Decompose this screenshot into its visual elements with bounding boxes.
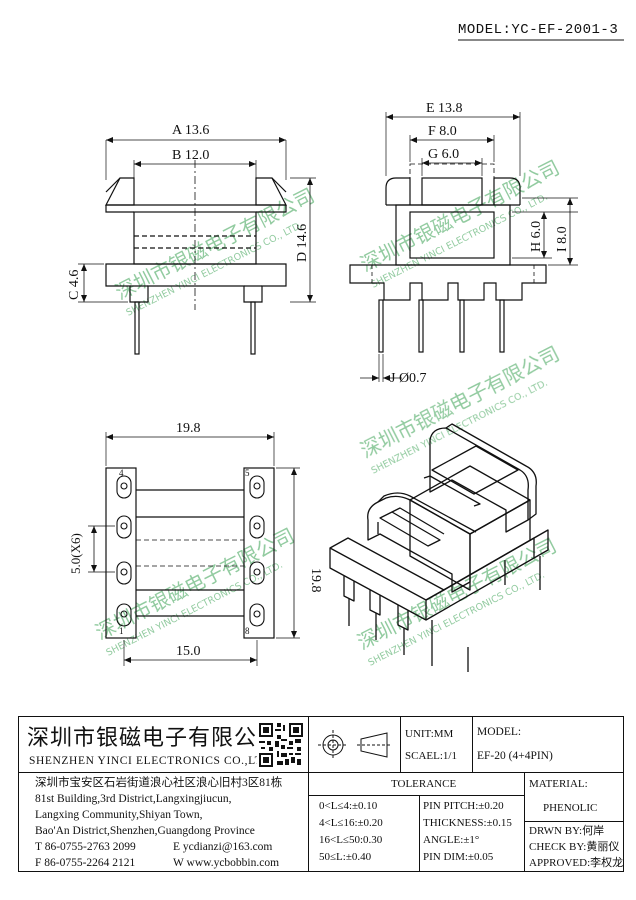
- projection-symbol-icon: [318, 730, 391, 760]
- tolerance-angle: ANGLE:±1°: [423, 834, 480, 846]
- unit-label: UNIT:MM: [405, 728, 454, 740]
- side-view-labels: E 13.8 F 8.0 G 6.0 H 6.0 I 8.0 J Ø0.7: [390, 101, 570, 386]
- company-name-en: SHENZHEN YINCI ELECTRONICS CO.,LTD.: [29, 755, 275, 767]
- model-value: EF-20 (4+4PIN): [477, 750, 553, 762]
- pin-number-4: 4: [119, 468, 124, 478]
- checked-by: CHECK BY:黄丽仪: [529, 841, 620, 853]
- dim-d-label: D 14.6: [295, 224, 310, 262]
- model-cell: MODEL: EF-20 (4+4PIN): [473, 717, 623, 773]
- address-en-2: Langxing Community,Shiyan Town,: [35, 809, 203, 821]
- technical-drawing: 深圳市银磁电子有限公司 SHENZHEN YINCI ELECTRONICS C…: [67, 39, 624, 672]
- pin-number-5: 5: [245, 468, 250, 478]
- watermark-3: 深圳市银磁电子有限公司 SHENZHEN YINCI ELECTRONICS C…: [356, 341, 563, 477]
- dim-row-spacing-label: 15.0: [176, 644, 201, 659]
- scale-label: SCAEL:1/1: [405, 750, 457, 762]
- unit-scale-cell: UNIT:MM SCAEL:1/1: [401, 717, 473, 773]
- material-value: PHENOLIC: [543, 802, 598, 814]
- dim-h-label: H 6.0: [529, 221, 544, 252]
- dim-a-label: A 13.6: [172, 123, 209, 138]
- isometric-view: [329, 423, 549, 672]
- pin-number-8: 8: [245, 626, 250, 636]
- pin-number-1: 1: [119, 626, 124, 636]
- dim-bottom-height-label: 19.8: [308, 568, 323, 593]
- material-label: MATERIAL:: [529, 778, 588, 790]
- address-cn: 深圳市宝安区石岩街道浪心社区浪心旧村3区81栋: [35, 777, 283, 789]
- model-header: MODEL:YC-EF-2001-3: [458, 22, 619, 38]
- tolerance-thickness: THICKNESS:±0.15: [423, 817, 512, 829]
- qr-code-icon: [257, 721, 305, 769]
- watermarks: 深圳市银磁电子有限公司 SHENZHEN YINCI ELECTRONICS C…: [91, 155, 563, 669]
- address-en-3: Bao'An District,Shenzhen,Guangdong Provi…: [35, 825, 255, 837]
- tolerance-range-3: 16<L≤50:0.30: [319, 834, 383, 846]
- address-en-1: 81st Building,3rd District,Langxingjiucu…: [35, 793, 232, 805]
- front-view: [78, 137, 316, 355]
- approved-by: APPROVED:李权龙: [529, 857, 624, 869]
- tolerance-range-1: 0<L≤4:±0.10: [319, 800, 378, 812]
- bottom-view-labels: 19.8 19.8 5.0(X6) 15.0 4 1 5 8: [68, 421, 323, 659]
- title-block: 深圳市银磁电子有限公司 SHENZHEN YINCI ELECTRONICS C…: [18, 716, 624, 872]
- tolerance-pin-pitch: PIN PITCH:±0.20: [423, 800, 504, 812]
- dim-pin-spacing-label: 5.0(X6): [68, 533, 83, 574]
- dim-b-label: B 12.0: [172, 148, 209, 163]
- fax-number: F 86-0755-2264 2121: [35, 857, 136, 869]
- model-label: MODEL:: [477, 726, 522, 738]
- tel-number: T 86-0755-2763 2099: [35, 841, 136, 853]
- tolerance-pin-dim: PIN DIM:±0.05: [423, 851, 494, 863]
- web-address: W www.ycbobbin.com: [173, 857, 280, 869]
- material-cell: MATERIAL: PHENOLIC DRWN BY:何岸 CHECK BY:黄…: [525, 773, 623, 871]
- drawn-by: DRWN BY:何岸: [529, 825, 605, 837]
- dim-g-label: G 6.0: [428, 147, 459, 162]
- company-cell: 深圳市银磁电子有限公司 SHENZHEN YINCI ELECTRONICS C…: [19, 717, 309, 773]
- dim-bottom-width-label: 19.8: [176, 421, 201, 436]
- watermark-cn-3: 深圳市银磁电子有限公司: [356, 341, 563, 462]
- watermark-cn-5: 深圳市银磁电子有限公司: [353, 533, 560, 654]
- tolerance-range-4: 50≤L:±0.40: [319, 851, 372, 863]
- front-view-labels: A 13.6 B 12.0 D 14.6 C 4.6: [67, 123, 310, 300]
- projection-cell: [309, 717, 401, 773]
- tolerance-cell: TOLERANCE 0<L≤4:±0.10 4<L≤16:±0.20 16<L≤…: [309, 773, 525, 871]
- dim-c-label: C 4.6: [67, 270, 82, 300]
- side-view: [349, 112, 578, 382]
- dim-e-label: E 13.8: [426, 101, 463, 116]
- tolerance-title: TOLERANCE: [391, 778, 457, 790]
- dim-f-label: F 8.0: [428, 124, 457, 139]
- dim-i-label: I 8.0: [555, 226, 570, 252]
- company-name-cn: 深圳市银磁电子有限公司: [27, 725, 281, 750]
- address-cell: 深圳市宝安区石岩街道浪心社区浪心旧村3区81栋 81st Building,3r…: [19, 773, 309, 871]
- bottom-view: [88, 432, 300, 666]
- tolerance-range-2: 4<L≤16:±0.20: [319, 817, 383, 829]
- watermark-1: 深圳市银磁电子有限公司 SHENZHEN YINCI ELECTRONICS C…: [111, 183, 318, 319]
- dim-j-label: J Ø0.7: [390, 371, 427, 386]
- email-address: E ycdianzi@163.com: [173, 841, 273, 853]
